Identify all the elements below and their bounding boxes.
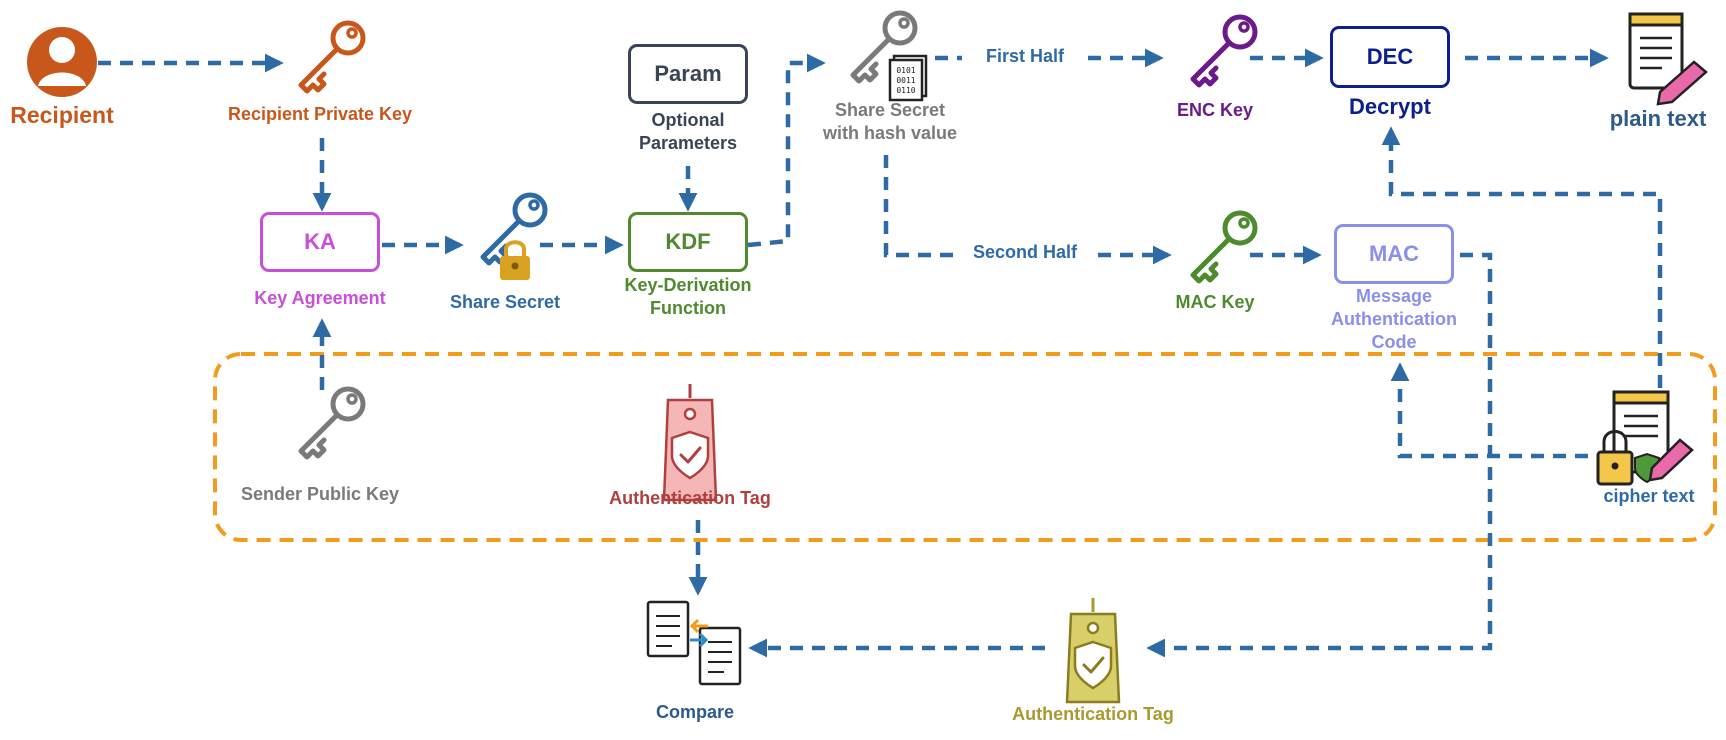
mac-key-icon [1193, 213, 1255, 281]
kdf-box-label: KDF [665, 229, 711, 254]
compare-label: Compare [655, 702, 735, 722]
dec-box-label: DEC [1366, 44, 1414, 69]
hash-document-icon: 0101 0011 0110 [888, 54, 928, 102]
inner-auth-tag-icon [662, 384, 718, 502]
svg-text:0101: 0101 [896, 66, 915, 75]
document-pencil-icon [1628, 12, 1708, 106]
dashed-region [213, 352, 1717, 542]
enc-key-icon [1193, 17, 1255, 85]
ka-box: KA [260, 212, 380, 272]
key-agreement-label: Key Agreement [254, 288, 386, 308]
cipher-text-label: cipher text [1603, 486, 1695, 506]
mac-label-1: Message [1355, 286, 1433, 306]
arrow-kdf-to-hash [747, 53, 826, 248]
arrow-hash-to-second-half [883, 155, 955, 258]
dec-box: DEC [1330, 26, 1450, 88]
outer-auth-tag-label: Authentication Tag [1012, 704, 1174, 724]
plain-text-label: plain text [1609, 106, 1707, 131]
mac-label-2: Authentication [1331, 309, 1457, 329]
lock-icon [500, 240, 530, 280]
first-half-label: First Half [985, 46, 1064, 66]
param-box: Param [628, 44, 748, 104]
arrow-mac-to-outer-tag [1146, 252, 1493, 658]
mac-label-3: Code [1371, 332, 1417, 352]
kdf-label-1: Key-Derivation [624, 275, 752, 295]
optional-parameters-label-2: Parameters [638, 133, 738, 153]
outer-auth-tag-icon [1065, 598, 1121, 704]
inner-auth-tag-label: Authentication Tag [609, 488, 771, 508]
param-box-label: Param [654, 61, 722, 86]
ka-box-label: KA [304, 229, 336, 254]
svg-text:0011: 0011 [896, 76, 915, 85]
hash-label-2: with hash value [822, 123, 958, 143]
optional-parameters-label-1: Optional [651, 110, 725, 130]
recipient-label: Recipient [10, 102, 114, 128]
sender-public-key-icon [301, 389, 363, 457]
arrow-cipher-to-mac [1390, 362, 1610, 459]
flow-arrows [98, 48, 1663, 658]
person-icon [27, 27, 97, 97]
sender-public-key-label: Sender Public Key [240, 484, 400, 504]
arrow-cipher-to-dec [1381, 126, 1663, 388]
second-half-label: Second Half [972, 242, 1078, 262]
kdf-label-2: Function [650, 298, 726, 318]
enc-key-label: ENC Key [1176, 100, 1254, 120]
hash-label-1: Share Secret [834, 100, 946, 120]
recipient-private-key-icon [301, 23, 363, 91]
share-secret-key-icon [483, 195, 545, 263]
kdf-box: KDF [628, 212, 748, 272]
decrypt-label: Decrypt [1349, 94, 1431, 119]
compare-documents-icon [646, 600, 742, 686]
mac-box-label: MAC [1368, 241, 1420, 266]
mac-box: MAC [1334, 224, 1454, 284]
recipient-private-key-label: Recipient Private Key [227, 104, 413, 124]
share-secret-label: Share Secret [449, 292, 561, 312]
svg-text:0110: 0110 [896, 86, 915, 95]
document-lock-icon [1596, 390, 1694, 486]
mac-key-label: MAC Key [1175, 292, 1255, 312]
